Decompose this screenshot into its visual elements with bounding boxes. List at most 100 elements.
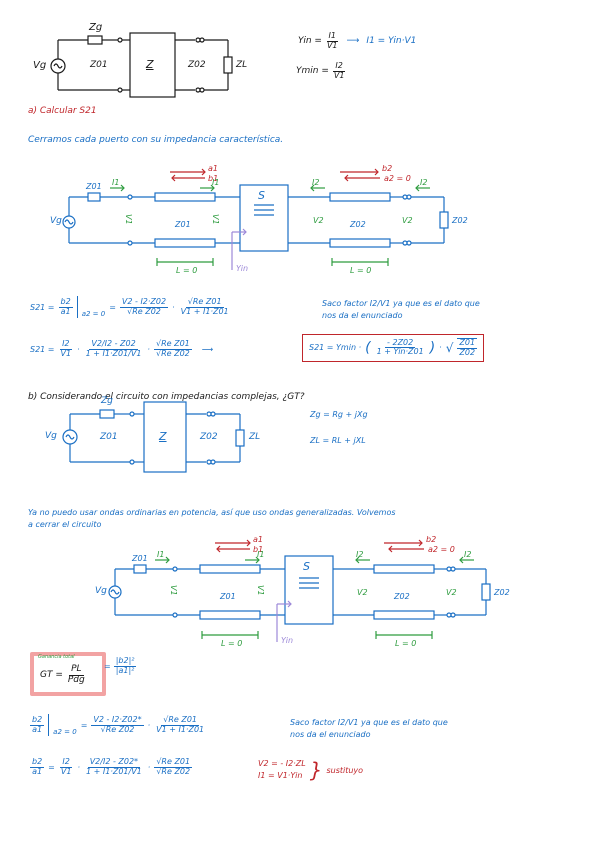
eq-a1-note: Saco factor I2/V1 ya que es el dato que … <box>322 298 480 322</box>
ca-yin: Yin <box>236 264 249 273</box>
eq-b1-f1-num: b2 <box>30 714 45 726</box>
eq-a2-f3-den: √Re Z02 <box>155 348 190 358</box>
ca-z02b: Z02 <box>452 216 468 225</box>
yin-den: V1 <box>326 40 338 50</box>
cb-zg: Zg <box>101 396 113 406</box>
eq-a2-f3: √Re Z01√Re Z02 <box>153 339 192 359</box>
cb-z01: Z01 <box>100 432 118 442</box>
eq-a2-box-lhs: S21 = Ymin · <box>309 343 362 353</box>
ca-z0: Z01 <box>86 182 102 191</box>
eq-b2-subs: V2 = - I2·ZL I1 = V1·Yin } sustituyo <box>258 758 364 782</box>
ca-a2zero: a2 = 0 <box>384 174 411 183</box>
eq-b1-note-line2: nos da el enunciado <box>290 730 371 739</box>
gt-ratio: = |b2|²|a1|² <box>104 656 137 676</box>
eq-b2-f1-num: b2 <box>30 757 45 768</box>
section-a-subtitle: Cerramos cada puerto con su impedancia c… <box>28 135 284 145</box>
cc-i1b: I1 <box>257 550 265 559</box>
eq-b2-sub2: I1 = V1·Yin <box>258 771 303 780</box>
cb-vg: Vg <box>45 431 57 441</box>
ca-b1: b1 <box>208 174 219 183</box>
ca-z02: Z02 <box>350 220 366 229</box>
ca-l1: L = 0 <box>176 266 198 275</box>
eq-a2-dot: · <box>77 344 80 354</box>
para-b-line1: Ya no puedo usar ondas ordinarias en pot… <box>28 508 396 517</box>
ca-v2: V2 <box>313 216 324 225</box>
eq-a1-note-line1: Saco factor I2/V1 ya que es el dato que <box>322 299 480 308</box>
ymin-den: V1 <box>333 70 345 80</box>
cc-z0: Z01 <box>132 554 148 563</box>
eq-a1-cond: a2 = 0 <box>81 310 106 318</box>
eq-b2-dot2: · <box>147 762 151 772</box>
eq-a2-box-f1-num: - 2Z02 <box>385 337 416 349</box>
ca-l2: L = 0 <box>350 266 372 275</box>
eq-b1-note-line1: Saco factor I2/V1 ya que es el dato que <box>290 718 448 727</box>
ca-v1: V1 <box>124 214 133 225</box>
top-source-label: Vg <box>33 60 47 71</box>
eq-b2-f3: V2/I2 - Z02*1 + I1·Z01/V1 <box>84 757 144 777</box>
eq-b1-f2: V2 - I2·Z02*√Re Z02 <box>91 714 144 735</box>
eq-b2-eq: = <box>48 762 55 772</box>
cc-a2zero: a2 = 0 <box>428 545 455 554</box>
yin-arrow: ⟶ <box>346 36 360 47</box>
ca-i1b: I1 <box>212 178 220 187</box>
eq-b1-f3-den: V1 + I1·Z01 <box>156 724 205 734</box>
eq-b2-sub-label: sustituyo <box>326 765 364 775</box>
eq-b1-f2-num: V2 - I2·Z02* <box>91 714 144 726</box>
cb-zl: ZL <box>249 432 261 442</box>
gt-ratio-frac: |b2|²|a1|² <box>113 656 137 676</box>
eq-a2-box-f2-den: Z02 <box>459 347 476 357</box>
eq-a2-box-f2-num: Z01 <box>457 338 478 349</box>
yin-rhs: I1 = Yin·V1 <box>366 36 417 47</box>
cb-eq-zl: ZL = RL + jXL <box>310 436 366 445</box>
top-z02-label: Z02 <box>188 60 206 70</box>
ca-v1b: V1 <box>211 214 220 225</box>
top-z01-label: Z01 <box>90 60 108 70</box>
cc-z01: Z01 <box>220 592 236 601</box>
cc-v1: V1 <box>169 585 178 596</box>
eq-a1-frac2: V2 - I2·Z02√Re Z02 <box>119 296 169 317</box>
cc-v2b: V2 <box>446 588 457 597</box>
cb-matrix: Z <box>159 430 167 443</box>
ymin-num: I2 <box>333 61 345 72</box>
cc-l1: L = 0 <box>221 639 243 648</box>
eq-b2-f2-num: I2 <box>60 757 72 768</box>
cc-b2: b2 <box>426 535 437 544</box>
eq-b2-f4: √Re Z01√Re Z02 <box>154 757 193 777</box>
eq-b1-f3-num: √Re Z01 <box>161 714 200 726</box>
eq-b1-eq: = <box>80 720 88 730</box>
eq-a2-f2-den: 1 + I1·Z01/V1 <box>85 348 142 358</box>
eq-a2-box-dot: · <box>439 343 442 353</box>
eq-b2-f2-den: V1 <box>60 766 72 776</box>
ca-i2b: I2 <box>420 178 428 187</box>
eq-a1-f2-num: V2 - I2·Z02 <box>119 296 169 308</box>
eq-a1-f2-den: √Re Z02 <box>127 306 161 316</box>
eq-a2-f1-num: I2 <box>60 339 72 350</box>
eq-a2-f3-num: √Re Z01 <box>153 339 192 350</box>
cc-vg: Vg <box>95 586 107 596</box>
gt-box-label: Ganancia total <box>38 654 75 660</box>
cc-i1: I1 <box>157 550 165 559</box>
eq-a1-lhs: S21 = <box>30 302 55 312</box>
ca-b2: b2 <box>382 164 393 173</box>
cc-v1b: V1 <box>256 585 265 596</box>
cc-l2: L = 0 <box>395 639 417 648</box>
eq-b2-f4-num: √Re Z01 <box>154 757 193 768</box>
top-matrix-label: Z <box>146 58 154 71</box>
eq-a2-f1-den: V1 <box>60 348 72 358</box>
gt-lhs: GT = <box>40 670 63 681</box>
cc-a1: a1 <box>253 535 263 544</box>
gt-den: Pdg <box>67 674 85 685</box>
eq-b1-cond: a2 = 0 <box>53 728 77 736</box>
